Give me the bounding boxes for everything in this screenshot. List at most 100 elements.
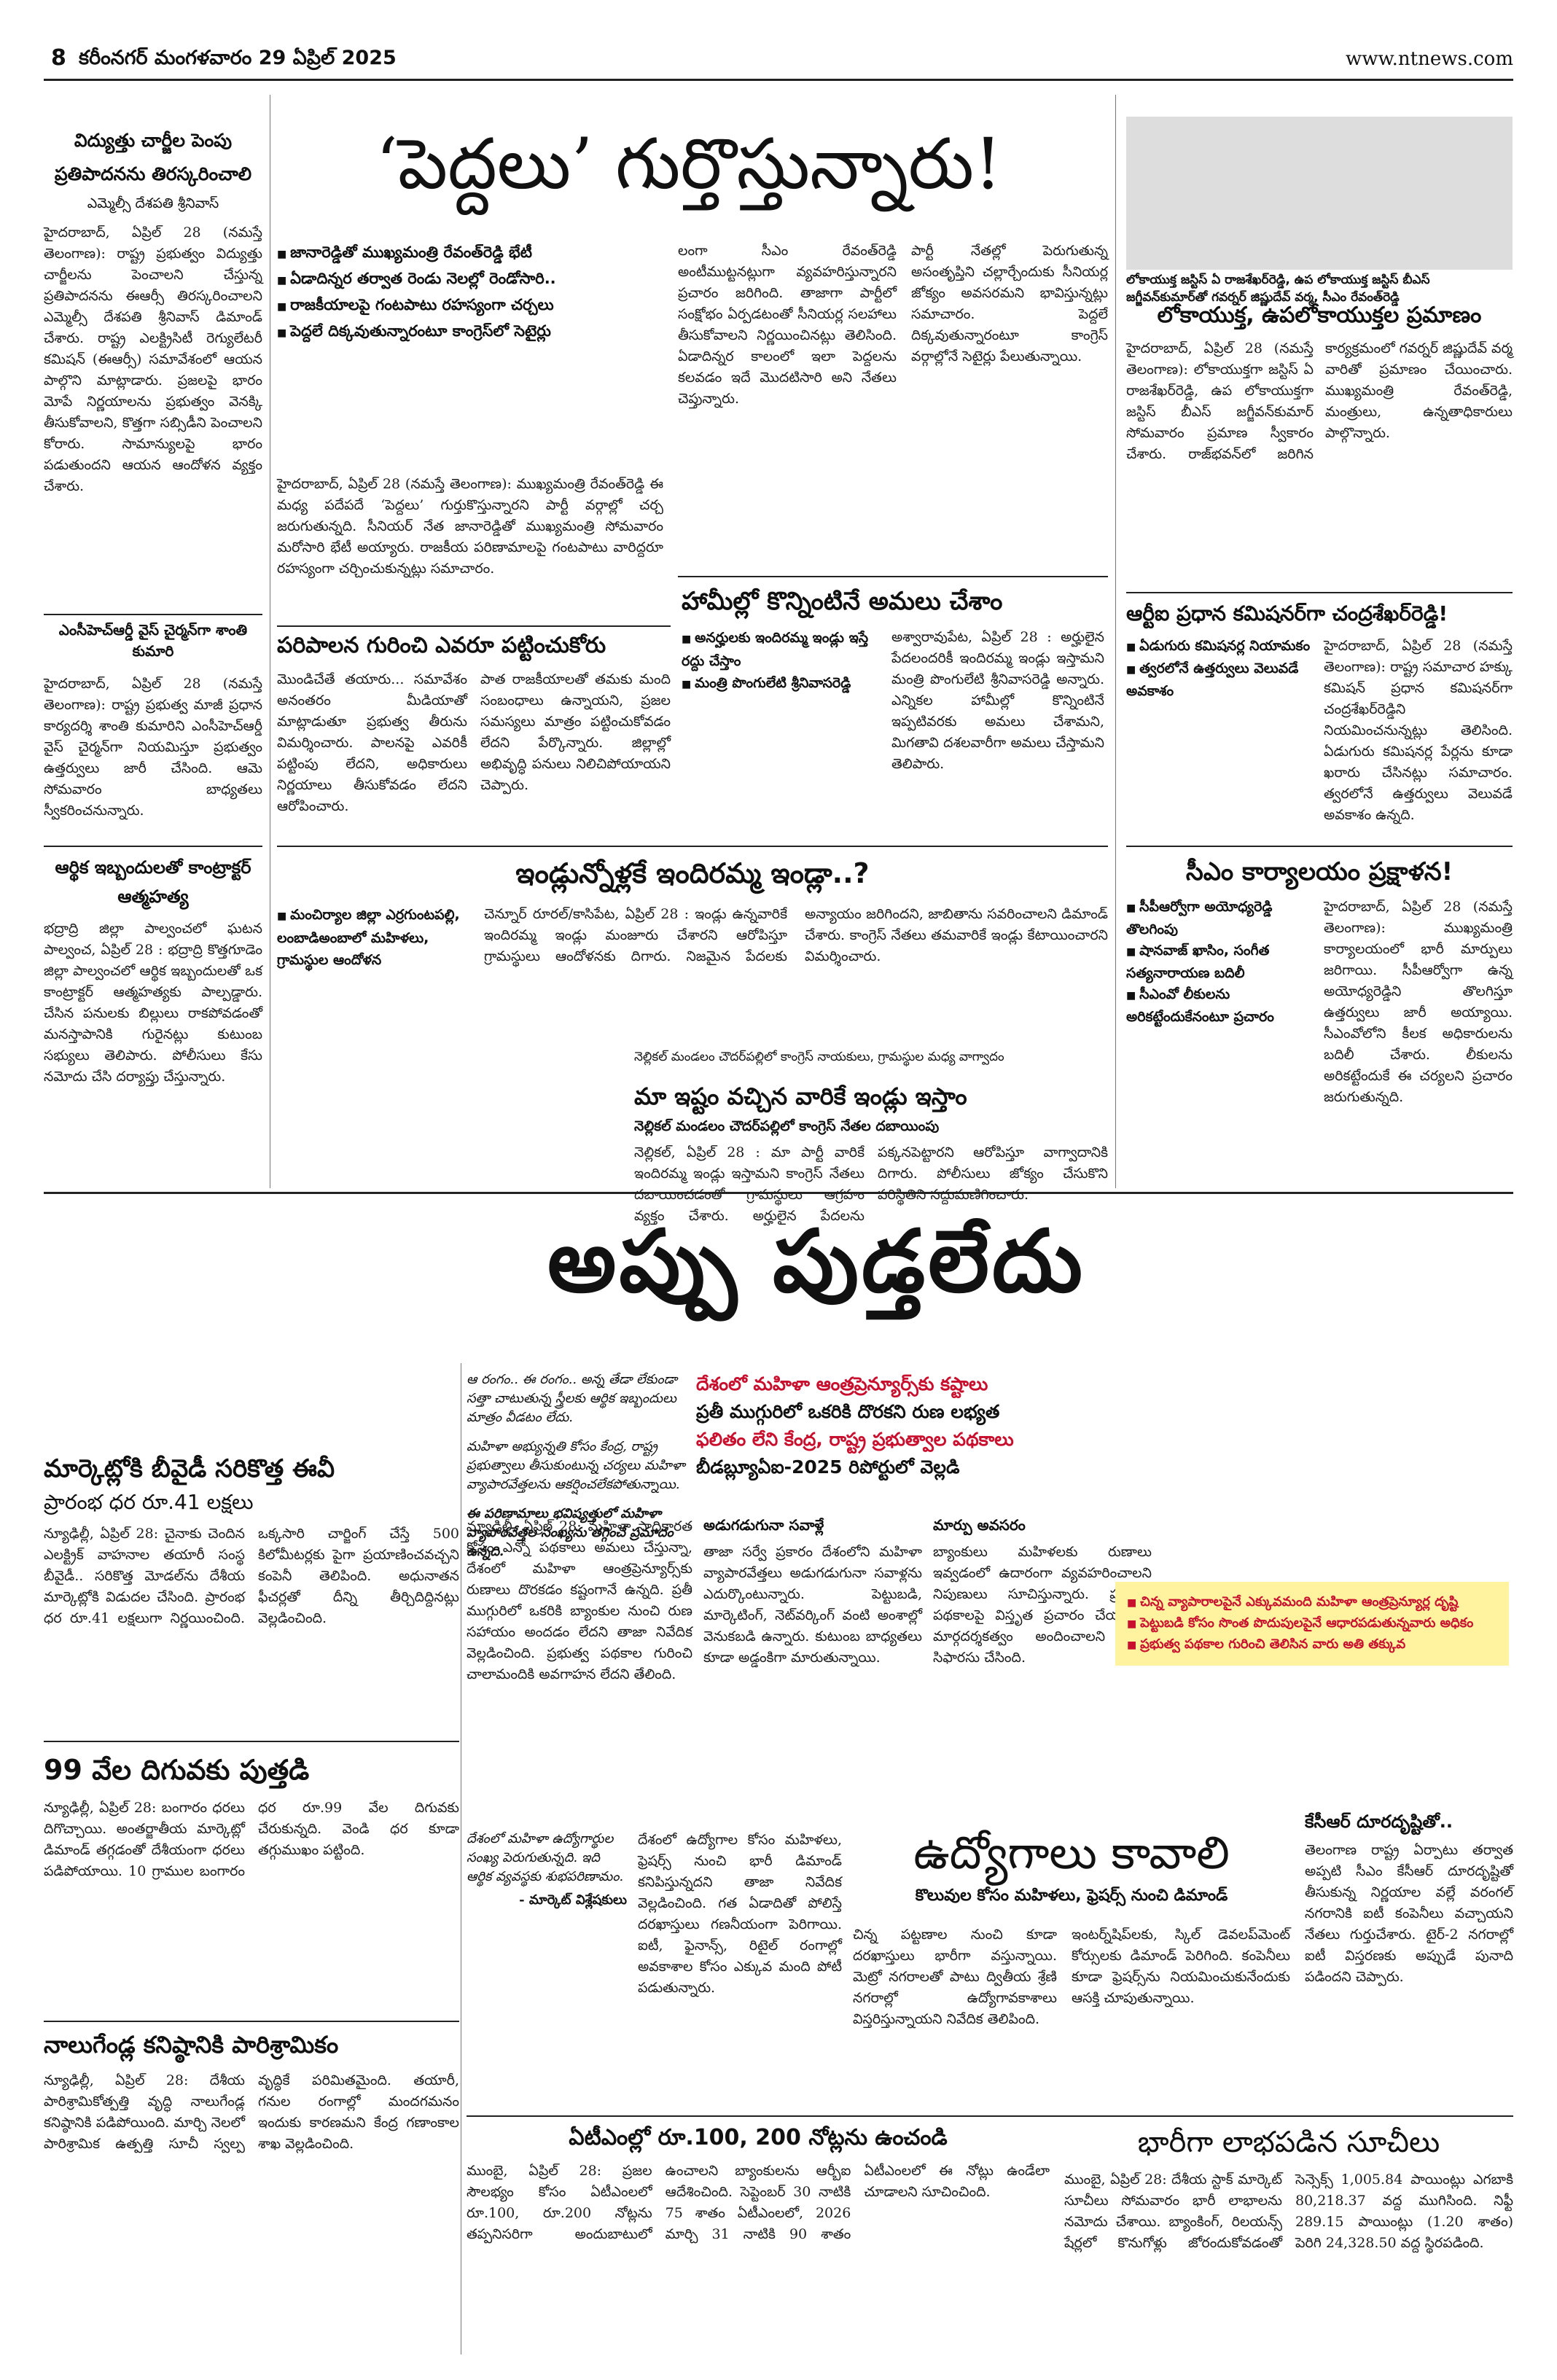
byline: ఎమ్మెల్సీ దేశపతి శ్రీనివాస్ bbox=[87, 195, 219, 211]
story-atm: ఏటీఎంల్లో రూ.100, 200 నోట్లను ఉంచండి ముం… bbox=[467, 2121, 1050, 2245]
story-sub: నెల్లికల్ మండలం చౌదర్‌పల్లిలో కాంగ్రెస్ … bbox=[634, 1118, 940, 1134]
story-body: ఇంటర్న్‌షిప్‌లకు, స్కిల్ డెవలప్‌మెంట్ కో… bbox=[1072, 1927, 1290, 2006]
jobs-col2: చిన్న పట్టణాల నుంచి కూడా దరఖాస్తులు భారీ… bbox=[853, 1924, 1057, 2030]
story-body: చిన్న పట్టణాల నుంచి కూడా దరఖాస్తులు భారీ… bbox=[853, 1927, 1057, 2027]
story-shanti: ఎంసీహెచ్ఆర్డీ వైస్ చైర్మన్‌గా శాంతి కుమా… bbox=[44, 621, 262, 822]
divider bbox=[44, 846, 262, 847]
story-body: ముంబై, ఏప్రిల్ 28: ప్రజల సౌలభ్యం కోసం ఏట… bbox=[467, 2163, 1050, 2242]
bullet-item: షానవాజ్ ఖాసిం, సంగీత సత్యనారాయణ బదిలీ bbox=[1126, 940, 1312, 984]
story-body: న్యూఢిల్లీ, ఏప్రిల్ 28: మహిళా సాధికారత క… bbox=[467, 1518, 692, 1682]
story-body: నెల్లికల్, ఏప్రిల్ 28 : మా పార్టీ వారికే… bbox=[634, 1144, 1108, 1224]
bullet-item: మంత్రి పొంగులేటి శ్రీనివాసరెడ్డి bbox=[682, 672, 878, 695]
elders-col3: పార్టీ నేతల్లో పెరుగుతున్న అసంతృప్తిని చ… bbox=[911, 241, 1108, 367]
story-body: హైదరాబాద్, ఏప్రిల్ 28 (నమస్తే తెలంగాణ): … bbox=[1324, 638, 1513, 823]
elders-col1: హైదరాబాద్, ఏప్రిల్ 28 (నమస్తే తెలంగాణ): … bbox=[277, 474, 663, 580]
subhead: ప్రతీ ముగ్గురిలో ఒకరికి దొరకని రుణ లభ్యత bbox=[696, 1401, 1000, 1422]
quote-text: దేశంలో మహిళా ఉద్యోగార్థుల సంఖ్య పెరుగుతు… bbox=[467, 1831, 624, 1884]
story-ev: మార్కెట్లోకి బీవైడీ సరికొత్త ఈవీ ప్రారంభ… bbox=[44, 1451, 459, 1629]
divider bbox=[1126, 592, 1513, 593]
quote-text: మహిళా అభ్యున్నతి కోసం కేంద్ర, రాష్ట్ర ప్… bbox=[467, 1439, 685, 1492]
story-body: అశ్వారావుపేట, ఏప్రిల్ 28 : అర్హులైన పేదల… bbox=[891, 629, 1104, 772]
story-jobs: ఉద్యోగాలు కావాలి కొలువుల కోసం మహిళలు, ఫ్… bbox=[853, 1822, 1290, 1908]
story-body: హైదరాబాద్, ఏప్రిల్ 28 (నమస్తే తెలంగాణ): … bbox=[1324, 899, 1513, 1105]
dateline: కరీంనగర్ మంగళవారం 29 ఏప్రిల్ 2025 bbox=[79, 47, 397, 69]
story-title: పరిపాలన గురించి ఎవరూ పట్టించుకోరు bbox=[277, 633, 606, 658]
loan-facts-box: చిన్న వ్యాపారాలపైనే ఎక్కువమంది మహిళా ఆంత… bbox=[1115, 1582, 1509, 1666]
bullet-item: ఏడుగురు కమిషనర్ల నియామకం bbox=[1126, 636, 1312, 658]
bullet-item: సీపీఆర్వోగా అయోధ్యరెడ్డి తొలగింపు bbox=[1126, 897, 1312, 940]
jobs-col3: ఇంటర్న్‌షిప్‌లకు, స్కిల్ డెవలప్‌మెంట్ కో… bbox=[1072, 1924, 1290, 2009]
fact-item: ప్రభుత్వ పథకాల గురించి తెలిసిన వారు అతి … bbox=[1127, 1634, 1497, 1655]
divider bbox=[1126, 846, 1513, 847]
story-electricity: విద్యుత్తు చార్జీల పెంపు ప్రతిపాదనను తిర… bbox=[44, 124, 262, 497]
story-body: పాత రాజకీయాలతో తమకు మంది సంబంధాలు ఉన్నాయ… bbox=[480, 671, 671, 793]
bullet-item: ఏడాదిన్నర తర్వాత రెండు నెలల్లో రెండోసారి… bbox=[277, 267, 656, 293]
loan-sidebar: ఆ రంగం.. ఈ రంగం.. అన్న తేడా లేకుండా సత్త… bbox=[467, 1370, 685, 1561]
fact-item: పెట్టుబడి కోసం సొంత పొదుపులపైనే ఆధారపడుత… bbox=[1127, 1613, 1497, 1634]
subhead: దేశంలో మహిళా ఆంత్రప్రెన్యూర్స్‌కు కష్టాల… bbox=[696, 1373, 988, 1394]
story-body: న్యూఢిల్లీ, ఏప్రిల్ 28: బంగారం ధరలు దిగొ… bbox=[44, 1800, 459, 1879]
story-body: ముంబై, ఏప్రిల్ 28: దేశీయ స్టాక్ మార్కెట్… bbox=[1064, 2172, 1513, 2251]
story-title: ఉద్యోగాలు కావాలి bbox=[913, 1826, 1230, 1879]
inline-subhead: మార్పు అవసరం bbox=[933, 1516, 1026, 1534]
story-title: ఆర్టీఐ ప్రధాన కమిషనర్‌గా చంద్రశేఖర్‌రెడ్… bbox=[1126, 601, 1448, 625]
loan-subheads: దేశంలో మహిళా ఆంత్రప్రెన్యూర్స్‌కు కష్టాల… bbox=[696, 1370, 1155, 1481]
story-houses: మా ఇష్టం వచ్చిన వారికే ఇండ్లు ఇస్తాం నెల… bbox=[634, 1079, 1108, 1227]
subhead: బీడబ్ల్యూఏఐ-2025 రిపోర్టులో వెల్లడి bbox=[696, 1456, 960, 1478]
elders-headline: ‘పెద్దలు’ గుర్తొస్తున్నారు! bbox=[375, 123, 1002, 205]
header-rule bbox=[44, 79, 1513, 81]
story-body: తెలంగాణ రాష్ట్ర ఏర్పాటు తర్వాత అప్పటి సీ… bbox=[1305, 1842, 1513, 1985]
story-contractor: ఆర్థిక ఇబ్బందులతో కాంట్రాక్టర్ ఆత్మహత్య … bbox=[44, 853, 262, 1088]
story-title: హామీల్లో కొన్నింటినే అమలు చేశాం bbox=[682, 587, 1003, 616]
loan-headline: అప్పు పుడ్తలేదు bbox=[547, 1211, 1086, 1311]
section-rule bbox=[44, 1192, 1513, 1194]
story-cmo: సీఎం కార్యాలయం ప్రక్షాళన! సీపీఆర్వోగా అయ… bbox=[1126, 853, 1513, 1108]
divider bbox=[277, 625, 671, 627]
story-body: భద్రాద్రి జిల్లా పాల్వంచలో ఘటన పాల్వంచ, … bbox=[44, 921, 262, 1085]
fact-item: చిన్న వ్యాపారాలపైనే ఎక్కువమంది మహిళా ఆంత… bbox=[1127, 1592, 1497, 1613]
divider bbox=[467, 2115, 1513, 2117]
elders-bullets: జానారెడ్డితో ముఖ్యమంత్రి రేవంత్‌రెడ్డి భ… bbox=[277, 241, 656, 346]
story-markets: భారీగా లాభపడిన సూచీలు ముంబై, ఏప్రిల్ 28:… bbox=[1064, 2121, 1513, 2254]
story-body: లంగా సీఎం రేవంత్‌రెడ్డి అంటీముట్టనట్లుగా… bbox=[678, 243, 897, 407]
story-body: హైదరాబాద్, ఏప్రిల్ 28 (నమస్తే తెలంగాణ): … bbox=[44, 676, 262, 819]
bullet-item: పెద్దలే దిక్కవుతున్నారంటూ కాంగ్రెస్‌లో స… bbox=[277, 319, 656, 346]
story-governance: పరిపాలన గురించి ఎవరూ పట్టించుకోరు మొండిచ… bbox=[277, 630, 671, 817]
photo-kicker: నెల్లికల్ మండలం చౌదర్‌పల్లిలో కాంగ్రెస్ … bbox=[634, 1050, 1004, 1064]
story-body: న్యూఢిల్లీ, ఏప్రిల్ 28: దేశీయ పారిశ్రామి… bbox=[44, 2072, 459, 2152]
story-title: 99 వేల దిగువకు పుత్తడి bbox=[44, 1754, 310, 1786]
story-kicker: ఎంసీహెచ్ఆర్డీ వైస్ చైర్మన్‌గా శాంతి కుమా… bbox=[58, 621, 248, 660]
story-body: పార్టీ నేతల్లో పెరుగుతున్న అసంతృప్తిని చ… bbox=[911, 243, 1108, 364]
story-body: చెన్నూర్ రూరల్/కాసిపేట, ఏప్రిల్ 28 : ఇండ… bbox=[484, 906, 1108, 964]
story-body: న్యూఢిల్లీ, ఏప్రిల్ 28: చైనాకు చెందిన ఎల… bbox=[44, 1526, 459, 1626]
story-title: విద్యుత్తు చార్జీల పెంపు ప్రతిపాదనను తిర… bbox=[54, 130, 252, 184]
story-title: మార్కెట్లోకి బీవైడీ సరికొత్త ఈవీ bbox=[44, 1454, 335, 1483]
quote-author: - మార్కెట్ విశ్లేషకులు bbox=[519, 1892, 627, 1908]
story-title: భారీగా లాభపడిన సూచీలు bbox=[1137, 2126, 1440, 2159]
jobs-col1: దేశంలో ఉద్యోగాల కోసం మహిళలు, ఫ్రెషర్స్ న… bbox=[638, 1830, 842, 1999]
story-industrial: నాలుగేండ్ల కనిష్ఠానికి పారిశ్రామికం న్యూ… bbox=[44, 2026, 459, 2155]
story-title: సీఎం కార్యాలయం ప్రక్షాళన! bbox=[1185, 857, 1453, 886]
jobs-quote: దేశంలో మహిళా ఉద్యోగార్థుల సంఖ్య పెరుగుతు… bbox=[467, 1830, 627, 1911]
story-sub: కొలువుల కోసం మహిళలు, ఫ్రెషర్స్ నుంచి డిమ… bbox=[915, 1887, 1228, 1905]
story-gold: 99 వేల దిగువకు పుత్తడి న్యూఢిల్లీ, ఏప్రి… bbox=[44, 1749, 459, 1882]
photo-caption: లోకాయుక్త జస్టిస్ ఏ రాజశేఖర్‌రెడ్డి, ఉప … bbox=[1126, 273, 1430, 305]
bullet-item: జానారెడ్డితో ముఖ్యమంత్రి రేవంత్‌రెడ్డి భ… bbox=[277, 241, 656, 267]
divider bbox=[44, 614, 262, 615]
subhead: ఫలితం లేని కేంద్ర, రాష్ట్ర ప్రభుత్వాల పథ… bbox=[696, 1429, 1014, 1450]
loan-col2: అడుగడుగునా సవాళ్లే తాజా సర్వే ప్రకారం దే… bbox=[703, 1516, 922, 1669]
bullet-item: అనర్హులకు ఇందిరమ్మ ఇండ్లు ఇస్తే రద్దు చే… bbox=[682, 627, 878, 672]
story-lokayukta: లోకాయుక్త, ఉపలోకాయుక్తల ప్రమాణం హైదరాబాద… bbox=[1126, 299, 1513, 465]
lokayukta-photo bbox=[1126, 117, 1513, 270]
page-number: 8 bbox=[51, 45, 66, 71]
website-link[interactable]: www.ntnews.com bbox=[1345, 48, 1513, 70]
story-body: బ్యాంకులు మహిళలకు రుణాలు ఇవ్వడంలో ఉదారంగ… bbox=[933, 1544, 1152, 1666]
story-title: లోకాయుక్త, ఉపలోకాయుక్తల ప్రమాణం bbox=[1157, 303, 1482, 328]
story-title: మా ఇష్టం వచ్చిన వారికే ఇండ్లు ఇస్తాం bbox=[634, 1082, 967, 1110]
divider bbox=[678, 576, 1108, 577]
bullet-item: త్వరలోనే ఉత్తర్వులు వెలువడే అవకాశం bbox=[1126, 658, 1312, 702]
story-body: హైదరాబాద్, ఏప్రిల్ 28 (నమస్తే తెలంగాణ): … bbox=[44, 225, 262, 494]
story-sub: ప్రారంభ ధర రూ.41 లక్షలు bbox=[44, 1490, 254, 1514]
loan-col3: మార్పు అవసరం బ్యాంకులు మహిళలకు రుణాలు ఇవ… bbox=[933, 1516, 1152, 1669]
